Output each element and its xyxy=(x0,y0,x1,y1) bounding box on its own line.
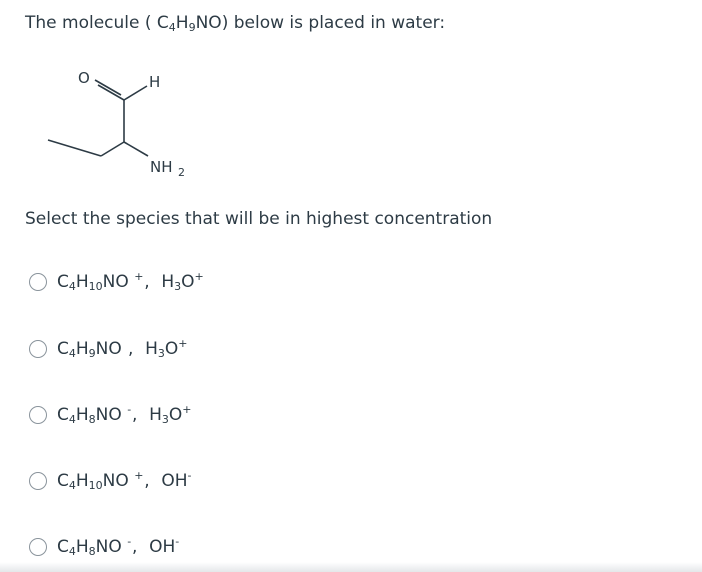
answer-option-2[interactable]: C4H9NO , H3O+ xyxy=(29,335,188,363)
radio-unchecked-icon[interactable] xyxy=(29,406,47,424)
question-suffix: ) below is placed in water: xyxy=(221,13,446,33)
hydrogen-label: H xyxy=(149,73,160,91)
answer-option-3[interactable]: C4H8NO -, H3O+ xyxy=(29,401,191,429)
option-label: C4H8NO -, H3O+ xyxy=(57,403,192,426)
option-label: C4H10NO +, H3O+ xyxy=(57,270,204,293)
amine-label: NH xyxy=(150,158,173,176)
ch-bond xyxy=(123,85,148,101)
prompt-text: Select the species that will be in highe… xyxy=(25,209,493,229)
question-prefix: The molecule ( xyxy=(25,13,157,33)
amine-subscript: 2 xyxy=(178,166,185,179)
formula-h-count: 9 xyxy=(188,21,196,34)
formula-h: H xyxy=(175,13,189,33)
radio-unchecked-icon[interactable] xyxy=(29,273,47,291)
cc-bond-ethyl-1 xyxy=(100,141,125,157)
answer-option-1[interactable]: C4H10NO +, H3O+ xyxy=(29,268,204,296)
co-double-bond-line-1 xyxy=(97,84,125,101)
radio-unchecked-icon[interactable] xyxy=(29,472,47,490)
formula-c-count: 4 xyxy=(168,21,176,34)
formula-c: C xyxy=(156,13,169,33)
cn-bond xyxy=(123,141,149,157)
option-label: C4H10NO +, OH- xyxy=(57,469,192,492)
molecule-structure: O H NH 2 xyxy=(40,58,220,188)
option-label: C4H8NO -, OH- xyxy=(57,535,180,558)
formula-rest: NO xyxy=(195,13,222,33)
radio-unchecked-icon[interactable] xyxy=(29,538,47,556)
co-double-bond-line-2 xyxy=(94,79,122,96)
radio-unchecked-icon[interactable] xyxy=(29,340,47,358)
answer-option-5[interactable]: C4H8NO -, OH- xyxy=(29,533,179,561)
answer-option-4[interactable]: C4H10NO +, OH- xyxy=(29,467,191,495)
bottom-fade xyxy=(0,562,702,572)
cc-bond-ethyl-2 xyxy=(47,139,102,157)
skeletal-formula-drawing: O H NH 2 xyxy=(47,69,185,179)
option-label: C4H9NO , H3O+ xyxy=(57,337,188,360)
question-text: The molecule ( C4H9NO) below is placed i… xyxy=(25,10,445,36)
oxygen-label: O xyxy=(78,69,90,87)
